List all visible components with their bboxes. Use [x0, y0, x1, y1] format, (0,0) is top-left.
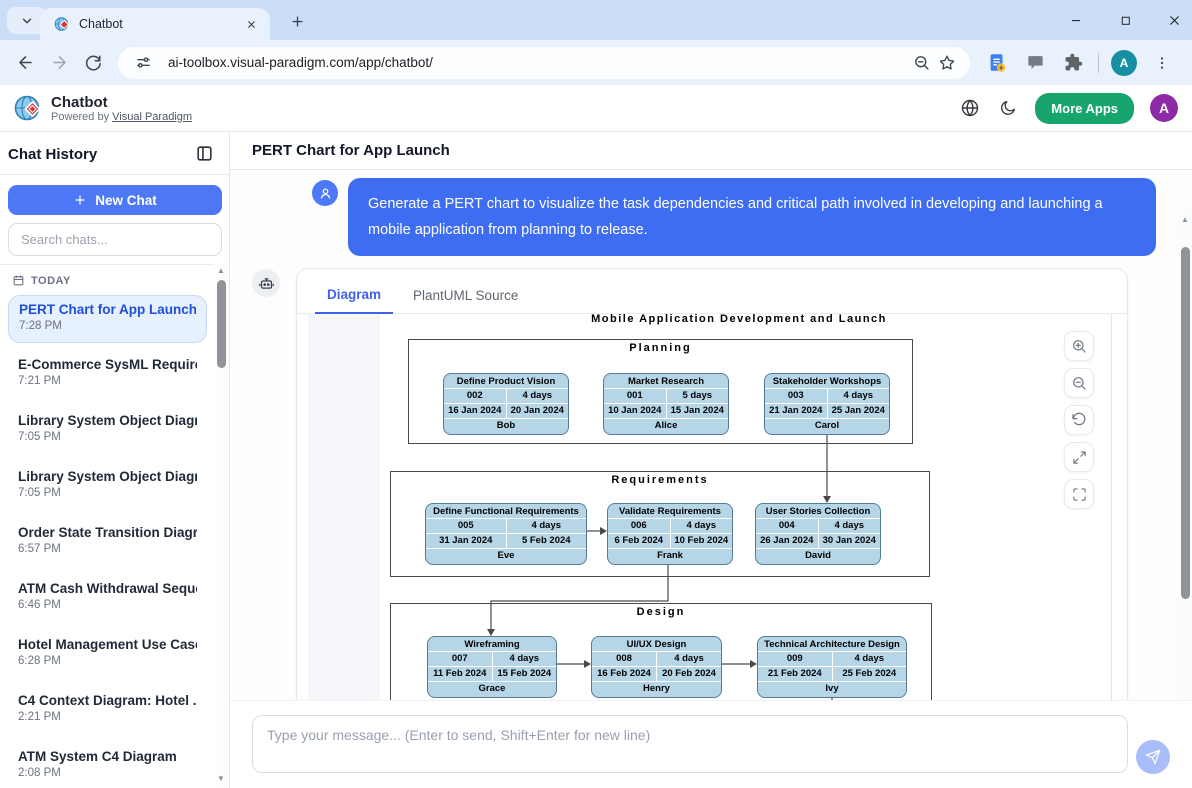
expand-button[interactable]	[1064, 442, 1094, 472]
tab-close-icon[interactable]	[242, 15, 260, 33]
main-scrollbar[interactable]: ▲ ▼	[1178, 209, 1192, 700]
pert-chart-title: Mobile Application Development and Launc…	[591, 314, 887, 325]
extensions-puzzle-icon[interactable]	[1060, 50, 1086, 76]
chat-item[interactable]: C4 Context Diagram: Hotel ... 2:21 PM	[18, 693, 197, 723]
app-header: Chatbot Powered by Visual Paradigm More …	[0, 85, 1192, 132]
bookmark-star-icon[interactable]	[934, 50, 960, 76]
browser-menu-kebab-icon[interactable]	[1149, 50, 1175, 76]
search-chats-input[interactable]	[8, 223, 222, 256]
user-avatar-icon	[312, 180, 338, 206]
drive-doc-extension-icon[interactable]	[984, 50, 1010, 76]
reload-icon[interactable]	[76, 46, 110, 80]
new-chat-button[interactable]: New Chat	[8, 185, 222, 215]
send-button[interactable]	[1136, 740, 1170, 774]
zoom-in-button[interactable]	[1064, 331, 1094, 361]
language-globe-icon[interactable]	[959, 97, 981, 119]
side-panel-chat-icon[interactable]	[1022, 50, 1048, 76]
visual-paradigm-link[interactable]: Visual Paradigm	[112, 110, 193, 123]
sidebar-title: Chat History	[8, 145, 98, 163]
tab-title: Chatbot	[79, 17, 123, 31]
main-panel: PERT Chart for App Launch Generate a PER…	[230, 132, 1192, 788]
diagram-card-tabs: Diagram PlantUML Source	[297, 269, 1127, 314]
chat-item[interactable]: Library System Object Diagr... 7:05 PM	[18, 469, 197, 499]
diagram-viewport[interactable]: Mobile Application Development and Launc…	[298, 314, 1126, 700]
new-tab-plus-icon[interactable]	[285, 9, 309, 33]
sidebar-collapse-icon[interactable]	[195, 144, 215, 164]
chat-item[interactable]: PERT Chart for App Launch 7:28 PM	[8, 295, 207, 343]
sidebar-scrollbar[interactable]: ▲ ▼	[214, 262, 228, 788]
calendar-icon	[12, 274, 25, 287]
visual-paradigm-logo	[14, 94, 42, 122]
tab-plantuml-source[interactable]: PlantUML Source	[413, 288, 519, 303]
diagram-controls	[1064, 331, 1094, 509]
user-account-avatar[interactable]: A	[1150, 94, 1178, 122]
chat-item[interactable]: Library System Object Diagr... 7:05 PM	[18, 413, 197, 443]
user-message-bubble: Generate a PERT chart to visualize the t…	[348, 178, 1156, 256]
forward-icon[interactable]	[42, 46, 76, 80]
pert-section-planning: Planning	[408, 339, 913, 444]
reset-view-button[interactable]	[1064, 405, 1094, 435]
diagram-gutter	[308, 314, 380, 700]
browser-profile-avatar[interactable]: A	[1111, 49, 1137, 76]
chat-item[interactable]: E-Commerce SysML Require... 7:21 PM	[18, 357, 197, 387]
message-input[interactable]	[252, 715, 1128, 773]
new-chat-label: New Chat	[95, 192, 157, 208]
message-input-bar	[230, 700, 1192, 788]
scroll-up-arrow[interactable]: ▲	[1181, 215, 1189, 224]
sidebar-divider	[0, 264, 229, 265]
browser-toolbar: ai-toolbox.visual-paradigm.com/app/chatb…	[0, 40, 1192, 85]
chat-list: PERT Chart for App Launch 7:28 PM E-Comm…	[0, 293, 229, 788]
url-bar[interactable]: ai-toolbox.visual-paradigm.com/app/chatb…	[118, 46, 970, 79]
assistant-robot-icon	[252, 269, 280, 297]
pert-chart: Mobile Application Development and Launc…	[298, 314, 1126, 700]
toolbar-divider	[1098, 52, 1099, 73]
user-message-row: Generate a PERT chart to visualize the t…	[312, 178, 1156, 256]
scroll-up-arrow[interactable]: ▲	[217, 266, 225, 275]
tab-favicon-visual-paradigm-icon	[54, 16, 70, 32]
chat-item[interactable]: Order State Transition Diagra... 6:57 PM	[18, 525, 197, 555]
scroll-down-arrow[interactable]: ▼	[217, 774, 225, 783]
app-name: Chatbot	[51, 93, 108, 111]
sidebar-scrollbar-thumb[interactable]	[216, 280, 226, 368]
chat-item[interactable]: Hotel Management Use Case 6:28 PM	[18, 637, 197, 667]
back-icon[interactable]	[8, 46, 42, 80]
today-section-label: TODAY	[31, 274, 71, 287]
chat-item[interactable]: ATM Cash Withdrawal Seque... 6:46 PM	[18, 581, 197, 611]
chat-item[interactable]: ATM System C4 Diagram 2:08 PM	[18, 749, 177, 779]
main-scrollbar-thumb[interactable]	[1180, 247, 1190, 599]
window-close-icon[interactable]	[1166, 12, 1182, 28]
zoom-out-page-icon[interactable]	[908, 50, 934, 76]
conversation-title: PERT Chart for App Launch	[252, 142, 450, 159]
url-text[interactable]: ai-toolbox.visual-paradigm.com/app/chatb…	[168, 55, 433, 70]
powered-by: Powered by Visual Paradigm	[51, 110, 193, 123]
browser-tab-chatbot[interactable]: Chatbot	[40, 8, 270, 40]
diagram-edge-line	[1111, 314, 1112, 700]
browser-tabstrip: Chatbot	[0, 0, 1192, 40]
fullscreen-button[interactable]	[1064, 479, 1094, 509]
chat-history-sidebar: Chat History New Chat TODAY PERT Chart f…	[0, 132, 230, 788]
zoom-out-button[interactable]	[1064, 368, 1094, 398]
more-apps-button[interactable]: More Apps	[1035, 92, 1134, 124]
window-maximize-icon[interactable]	[1117, 12, 1133, 28]
plus-icon	[73, 193, 87, 207]
tab-diagram[interactable]: Diagram	[315, 277, 394, 314]
diagram-card: Diagram PlantUML Source Mobile Applicati…	[296, 268, 1128, 700]
window-minimize-icon[interactable]	[1068, 12, 1084, 28]
dark-mode-moon-icon[interactable]	[997, 97, 1019, 119]
chat-area: Generate a PERT chart to visualize the t…	[230, 170, 1192, 700]
site-settings-tune-icon[interactable]	[130, 50, 156, 76]
